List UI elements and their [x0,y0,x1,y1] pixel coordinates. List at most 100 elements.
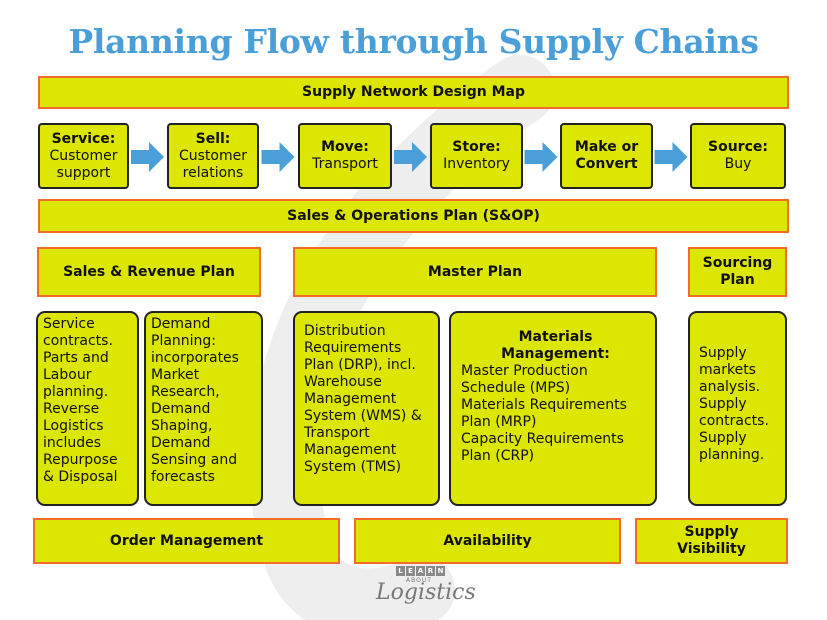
logo-letter: L [396,566,405,576]
service-contracts-panel: Service contracts. Parts and Labour plan… [36,311,139,506]
distribution-line: Management [304,442,397,458]
order-management-box: Order Management [33,518,340,564]
distribution-line: Management [304,391,397,407]
arrow-right-icon [261,142,295,172]
demand-line: forecasts [151,469,215,485]
step-make-head-1: Make or [574,139,639,155]
supply-network-design-map-bar: Supply Network Design Map [38,76,789,109]
supply-line: markets [699,362,756,378]
logo-learn-letters: L E A R N [396,566,445,576]
step-sell-head: Sell: [195,130,231,147]
supply-line: Supply [699,396,747,412]
distribution-requirements-panel: Distribution Requirements Plan (DRP), in… [293,311,440,506]
sales-revenue-plan-box: Sales & Revenue Plan [37,247,261,297]
step-service-sub-2: support [56,164,111,181]
demand-line: Shaping, [151,418,213,434]
service-line: Service [43,316,95,332]
distribution-line: Warehouse [304,374,382,390]
order-management-label: Order Management [109,532,264,549]
distribution-line: Distribution [304,323,386,339]
sourcing-plan-label-2: Plan [720,272,755,288]
sourcing-plan-label-1: Sourcing [702,255,773,271]
master-plan-box: Master Plan [293,247,657,297]
demand-line: Demand [151,401,211,417]
logo-about: ABOUT [406,577,432,584]
distribution-line: Requirements [304,340,402,356]
distribution-line: Transport [304,425,370,441]
distribution-line: System (WMS) & [304,408,422,424]
supply-line: analysis. [699,379,761,395]
logo-letter: R [426,566,435,576]
supply-line: contracts. [699,413,769,429]
service-line: contracts. [43,333,113,349]
step-move-head: Move: [321,139,369,155]
service-line: planning. [43,384,109,400]
materials-heading-1: Materials [518,329,593,345]
demand-line: Demand [151,316,211,332]
demand-line: Demand [151,435,211,451]
step-make-head-2: Convert [575,156,638,172]
supply-visibility-label-1: Supply [684,524,739,540]
supply-line: planning. [699,447,765,463]
step-service-sub-1: Customer [49,147,118,164]
supply-visibility-box: Supply Visibility [635,518,788,564]
supply-line: Supply [699,430,747,446]
supply-markets-panel: Supply markets analysis. Supply contract… [688,311,787,506]
materials-line: Plan (CRP) [461,448,535,464]
materials-line: Schedule (MPS) [461,380,571,396]
demand-line: Market [151,367,200,383]
availability-label: Availability [443,532,532,549]
step-sell-sub-1: Customer [178,147,247,164]
step-store-head: Store: [452,139,501,155]
sales-operations-plan-label: Sales & Operations Plan (S&OP) [287,207,540,224]
materials-heading-2: Management: [501,346,610,362]
learn-about-logistics-logo: L E A R N ABOUT Logistics [372,566,476,614]
master-plan-label: Master Plan [427,263,523,280]
materials-line: Master Production [461,363,588,379]
step-make-or-convert: Make or Convert [560,123,653,189]
materials-line: Plan (MRP) [461,414,537,430]
service-line: Repurpose [43,452,118,468]
sales-operations-plan-bar: Sales & Operations Plan (S&OP) [38,199,789,233]
distribution-line: System (TMS) [304,459,402,475]
page-title: Planning Flow through Supply Chains [68,22,759,61]
demand-line: Research, [151,384,220,400]
service-line: includes [43,435,102,451]
sales-revenue-plan-label: Sales & Revenue Plan [63,263,235,280]
logo-logistics: Logistics [376,580,476,605]
materials-management-panel: Materials Management: Master Production … [449,311,657,506]
logo-letter: A [416,566,425,576]
demand-line: incorporates [151,350,239,366]
step-move-sub-1: Transport [312,156,378,172]
demand-line: Sensing and [151,452,238,468]
step-source-sub-1: Buy [724,156,752,172]
sourcing-plan-box: Sourcing Plan [688,247,787,297]
step-move: Move: Transport [298,123,392,189]
supply-visibility-label-2: Visibility [677,541,746,557]
supply-network-design-map-label: Supply Network Design Map [302,84,525,100]
service-line: Logistics [43,418,104,434]
supply-line: Supply [699,345,747,361]
service-line: & Disposal [43,469,118,485]
service-line: Labour [43,367,92,383]
arrow-right-icon [394,142,427,172]
step-service-head: Service: [51,130,116,147]
step-store-sub-1: Inventory [443,156,510,172]
step-sell: Sell: Customer relations [167,123,259,189]
logo-letter: N [436,566,445,576]
materials-line: Capacity Requirements [461,431,624,447]
logo-letter: E [406,566,415,576]
arrow-right-icon [654,142,688,172]
materials-line: Materials Requirements [461,397,627,413]
step-sell-sub-2: relations [182,164,244,181]
availability-box: Availability [354,518,621,564]
demand-planning-panel: Demand Planning: incorporates Market Res… [144,311,263,506]
arrow-right-icon [524,142,558,172]
step-source: Source: Buy [690,123,786,189]
service-line: Reverse [43,401,100,417]
step-source-head: Source: [708,139,768,155]
step-service: Service: Customer support [38,123,129,189]
service-line: Parts and [43,350,109,366]
step-store: Store: Inventory [430,123,523,189]
